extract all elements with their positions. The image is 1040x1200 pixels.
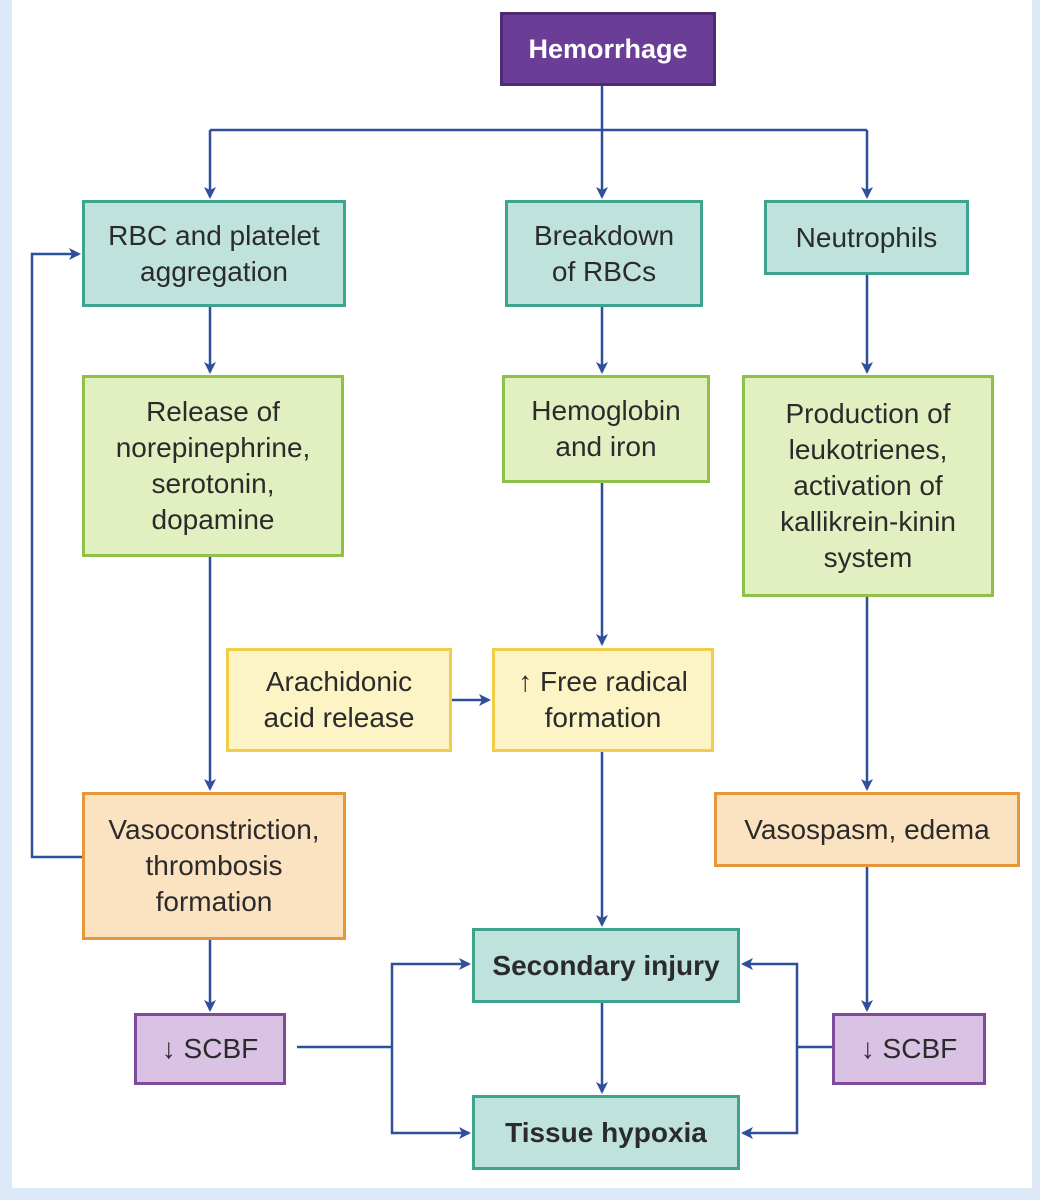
node-secondary-injury-label: Secondary injury [492, 949, 720, 981]
edge-feedback-loop [30, 248, 82, 859]
node-production-of-leukotrienes: Production of leukotrienes, activation o… [742, 375, 994, 597]
node-vasoconstriction-thrombosis: Vasoconstriction, thrombosis formation [82, 792, 346, 940]
node-neutrophils: Neutrophils [764, 200, 969, 275]
node-hemoglobin-and-iron: Hemoglobin and iron [502, 375, 710, 483]
edge-scbf-right-to-secondary [741, 958, 799, 1047]
node-tissue-hypoxia-label: Tissue hypoxia [505, 1116, 707, 1148]
flowchart-canvas: Hemorrhage RBC and platelet aggregation … [12, 0, 1032, 1188]
node-neutrophils-label: Neutrophils [795, 221, 938, 253]
node-free-radical-label: ↑ Free radical formation [518, 666, 688, 733]
node-arachidonic-label: Arachidonic acid release [263, 666, 415, 733]
node-tissue-hypoxia: Tissue hypoxia [472, 1095, 740, 1170]
node-scbf-left-label: ↓ SCBF [161, 1033, 259, 1064]
node-free-radical-formation: ↑ Free radical formation [492, 648, 714, 752]
node-vasoconstriction-label: Vasoconstriction, thrombosis formation [108, 814, 320, 917]
node-hemorrhage-label: Hemorrhage [528, 34, 688, 64]
node-rbc-platelet-aggregation: RBC and platelet aggregation [82, 200, 346, 307]
node-hemorrhage: Hemorrhage [500, 12, 716, 86]
edge-scbf-left-to-hypoxia [390, 1047, 471, 1139]
node-vasospasm-edema: Vasospasm, edema [714, 792, 1020, 867]
node-production-label: Production of leukotrienes, activation o… [780, 398, 956, 573]
node-scbf-right-label: ↓ SCBF [860, 1033, 958, 1064]
node-breakdown-label: Breakdown of RBCs [533, 219, 675, 287]
node-arachidonic-acid-release: Arachidonic acid release [226, 648, 452, 752]
node-release-label: Release of norepinephrine, serotonin, do… [115, 396, 311, 535]
node-scbf-left: ↓ SCBF [134, 1013, 286, 1085]
edge-scbf-right-to-hypoxia [741, 1047, 799, 1139]
node-vasospasm-label: Vasospasm, edema [744, 813, 990, 845]
node-scbf-right: ↓ SCBF [832, 1013, 986, 1085]
node-secondary-injury: Secondary injury [472, 928, 740, 1003]
node-breakdown-of-rbcs: Breakdown of RBCs [505, 200, 703, 307]
node-rbc-platelet-label: RBC and platelet aggregation [108, 219, 320, 287]
connector-layer [30, 85, 873, 1139]
node-hemoglobin-label: Hemoglobin and iron [531, 395, 681, 462]
node-release-of-neurotransmitters: Release of norepinephrine, serotonin, do… [82, 375, 344, 557]
edge-scbf-left-to-secondary [390, 958, 471, 1047]
